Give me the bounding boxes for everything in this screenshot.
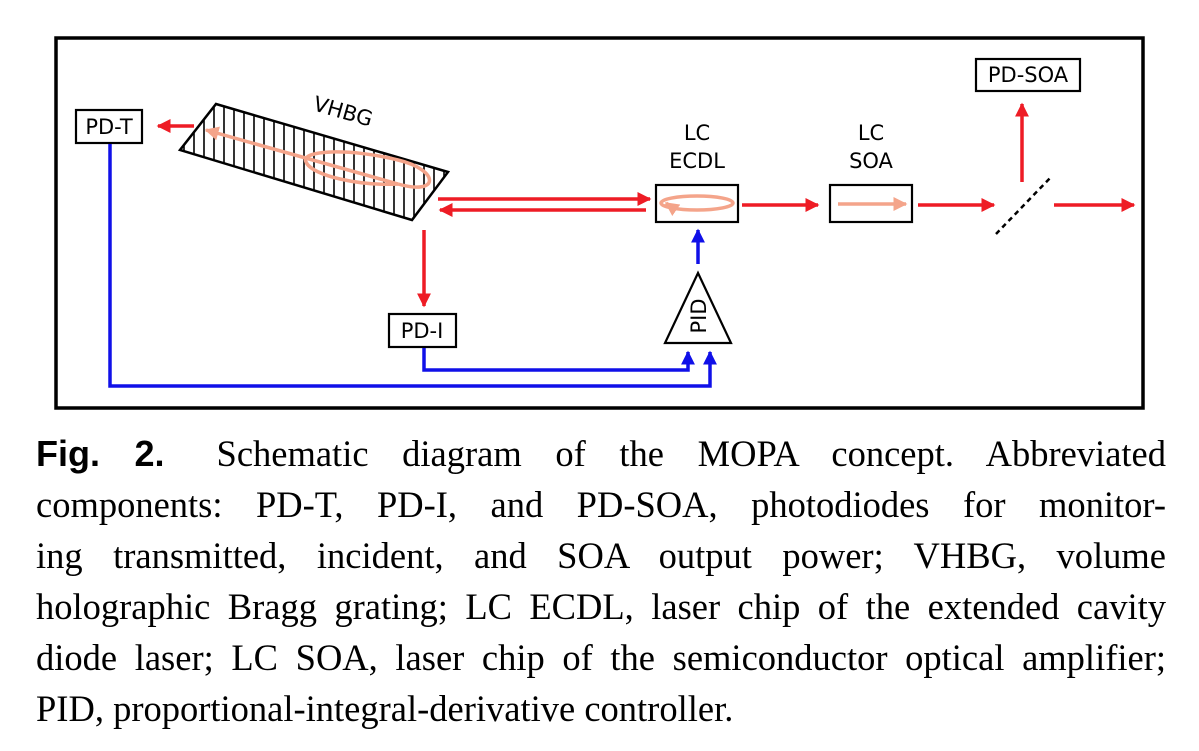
diagram-frame bbox=[54, 36, 1145, 410]
lc-soa-box bbox=[828, 183, 914, 224]
lc-soa-label-line2: SOA bbox=[849, 149, 893, 173]
pd-soa-box: PD-SOA bbox=[974, 57, 1082, 93]
figure-caption: Fig. 2. Schematic diagram of the MOPA con… bbox=[36, 428, 1166, 734]
figure-label: Fig. 2. bbox=[36, 433, 165, 474]
caption-line-1: Fig. 2. Schematic diagram of the MOPA con… bbox=[36, 428, 1166, 479]
mopa-schematic: VHBG PD-T PD-I LC ECDL LC SOA PD-SOA bbox=[54, 36, 1145, 410]
vhbg-label: VHBG bbox=[311, 92, 376, 132]
pid-label: PID bbox=[687, 298, 711, 333]
caption-line-6: PID, proportional-integral-derivative co… bbox=[36, 688, 734, 729]
pd-t-label: PD-T bbox=[85, 115, 132, 139]
signal-pd-t-to-pid bbox=[108, 144, 717, 388]
pd-i-box: PD-I bbox=[387, 312, 458, 349]
pd-soa-label: PD-SOA bbox=[988, 63, 1069, 87]
lc-ecdl-label-line2: ECDL bbox=[669, 149, 725, 173]
caption-line-4: holographic Bragg grating; LC ECDL, lase… bbox=[36, 586, 1166, 627]
pid-controller: PID bbox=[663, 270, 733, 345]
caption-text-1: Schematic diagram of the MOPA concept. A… bbox=[216, 433, 1166, 474]
signal-pd-i-to-pid bbox=[422, 348, 695, 372]
pd-i-label: PD-I bbox=[401, 319, 444, 343]
pd-t-box: PD-T bbox=[74, 108, 144, 145]
caption-line-3: ing transmitted, incident, and SOA outpu… bbox=[36, 535, 1166, 576]
lc-soa-label-line1: LC bbox=[858, 121, 884, 145]
caption-line-2: components: PD-T, PD-I, and PD-SOA, phot… bbox=[36, 484, 1166, 525]
beam-splitter bbox=[995, 175, 1053, 235]
lc-ecdl-label-line1: LC bbox=[684, 121, 710, 145]
lc-ecdl-box bbox=[654, 183, 740, 224]
caption-line-5: diode laser; LC SOA, laser chip of the s… bbox=[36, 637, 1166, 678]
